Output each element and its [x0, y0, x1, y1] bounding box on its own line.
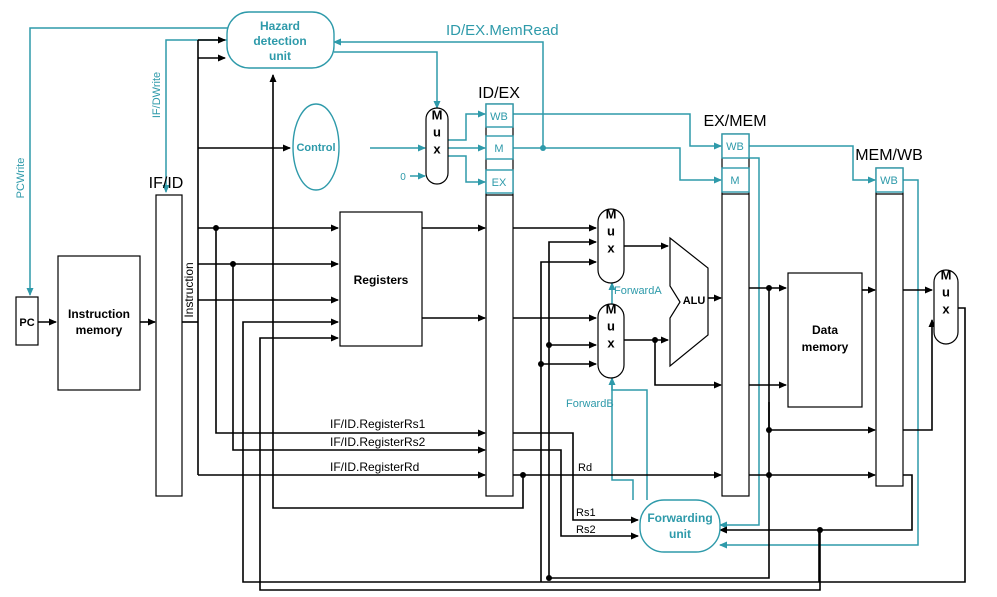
if-d-write-label: IF/DWrite	[151, 72, 163, 118]
data-memory: Data memory	[787, 272, 863, 408]
ex-mem-register: WB M EX/MEM	[703, 113, 767, 497]
if-id-register: IF/ID	[149, 175, 184, 497]
registers: Registers	[339, 211, 423, 347]
control-mux-label: Mux	[430, 108, 445, 159]
id-ex-m: M	[494, 143, 503, 155]
data-memory-label-2: memory	[802, 340, 849, 354]
junctions	[213, 145, 823, 581]
forwarding-label-2: unit	[669, 527, 691, 541]
forward-b-label: ForwardB	[566, 398, 614, 410]
pc-label: PC	[19, 317, 34, 329]
pc-write-label: PCWrite	[15, 158, 27, 199]
id-ex-register: WB M EX ID/EX	[478, 85, 520, 497]
mem-wb-wb: WB	[880, 175, 898, 187]
forward-a-label: ForwardA	[614, 285, 662, 297]
id-ex-label: ID/EX	[478, 85, 520, 102]
mem-wb-register: WB MEM/WB	[855, 147, 923, 487]
instruction-label: Instruction	[182, 262, 196, 317]
alu-mux-a: Mux	[597, 207, 625, 284]
instruction-memory-label-2: memory	[76, 323, 123, 337]
alu-label: ALU	[683, 295, 706, 307]
rs1-label: Rs1	[576, 507, 596, 519]
hazard-label-3: unit	[269, 49, 291, 63]
forwarding-unit: Forwarding unit	[639, 499, 721, 553]
alu-mux-a-label: Mux	[604, 207, 619, 258]
alu-mux-b-label: Mux	[604, 302, 619, 353]
writeback-mux-label: Mux	[939, 268, 954, 319]
register-rs2-label: IF/ID.RegisterRs2	[330, 435, 426, 449]
data-memory-label-1: Data	[812, 323, 838, 337]
ex-mem-m: M	[730, 175, 739, 187]
control-unit: Control	[292, 103, 340, 191]
id-ex-wb: WB	[490, 111, 508, 123]
alu: ALU	[669, 236, 709, 368]
alu-mux-b: Mux	[597, 302, 625, 379]
id-ex-memread-label: ID/EX.MemRead	[446, 22, 559, 39]
forwarding-label-1: Forwarding	[647, 511, 712, 525]
pc-unit: PC	[15, 296, 39, 346]
rs2-label: Rs2	[576, 524, 596, 536]
registers-label: Registers	[354, 273, 409, 287]
ex-mem-wb: WB	[726, 141, 744, 153]
ex-mem-label: EX/MEM	[703, 113, 766, 130]
control-label: Control	[296, 142, 335, 154]
zero-label: 0	[400, 172, 406, 183]
hazard-detection-unit: Hazard detection unit	[226, 11, 335, 69]
control-wires	[26, 27, 919, 549]
if-id-label: IF/ID	[149, 175, 184, 192]
instruction-memory: Instruction memory	[57, 255, 141, 391]
control-mux: Mux	[425, 107, 449, 185]
register-rs1-label: IF/ID.RegisterRs1	[330, 417, 426, 431]
hazard-label-2: detection	[253, 34, 306, 48]
register-rd-label: IF/ID.RegisterRd	[330, 460, 419, 474]
writeback-mux: Mux	[933, 268, 959, 345]
mem-wb-label: MEM/WB	[855, 147, 923, 164]
instruction-memory-label-1: Instruction	[68, 307, 130, 321]
rd-label: Rd	[578, 462, 592, 474]
hazard-label-1: Hazard	[260, 19, 300, 33]
id-ex-ex: EX	[492, 177, 507, 189]
